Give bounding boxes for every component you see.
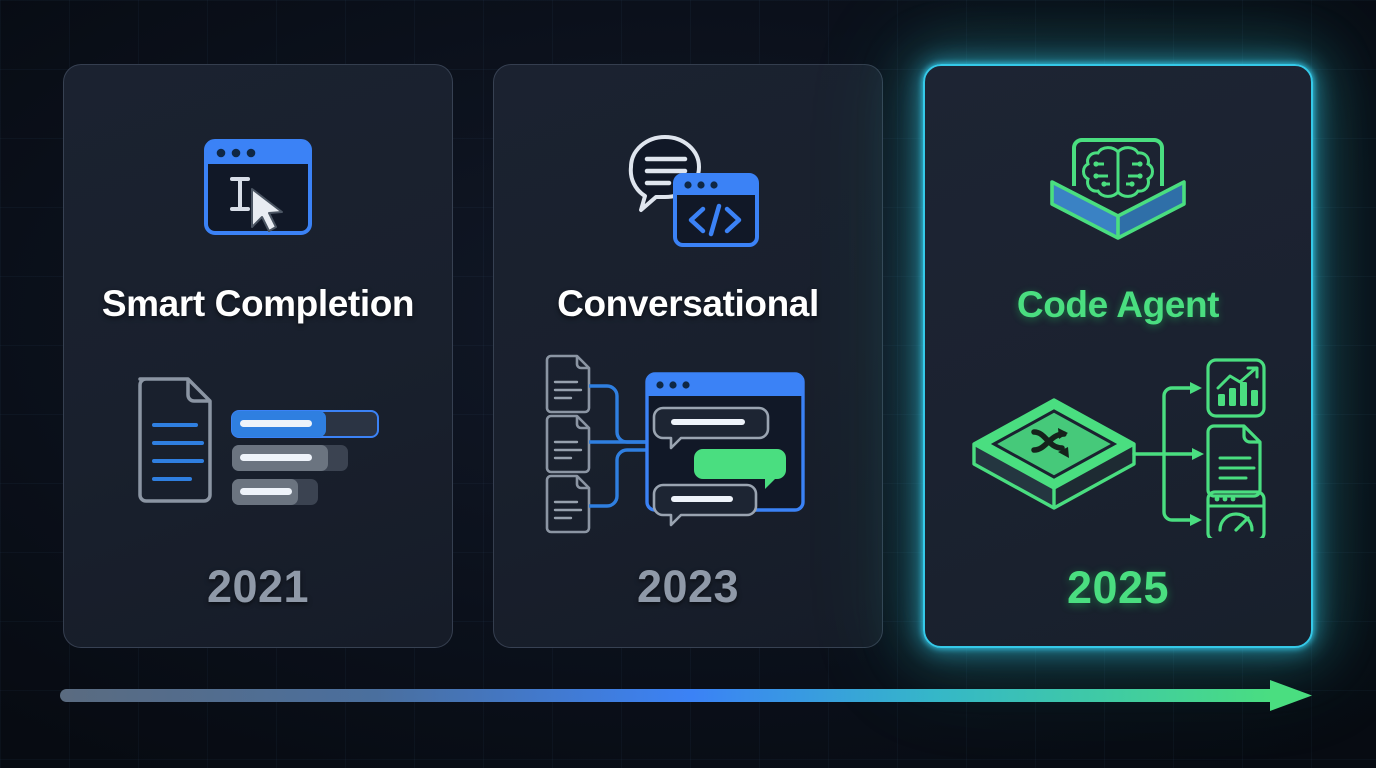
- card-title: Code Agent: [1016, 284, 1220, 325]
- documents-linked-to-chat-window-illustration: [543, 347, 833, 537]
- timeline-card-conversational[interactable]: Conversational: [493, 64, 883, 648]
- timeline-cards-row: Smart Completion: [0, 64, 1376, 648]
- editor-window-cursor-icon: [194, 123, 322, 251]
- card-year: 2023: [636, 561, 740, 612]
- shuffle-box-branching-to-outputs-illustration: [968, 348, 1268, 538]
- chat-bubble-code-window-icon: [613, 123, 763, 251]
- card-title: Smart Completion: [101, 283, 415, 324]
- card-year: 2021: [206, 561, 310, 612]
- evolution-timeline-arrow: [60, 676, 1316, 716]
- card-year: 2025: [1066, 562, 1170, 613]
- timeline-card-code-agent[interactable]: Code Agent: [923, 64, 1313, 648]
- brain-in-open-box-icon: [1038, 124, 1198, 252]
- document-with-suggestion-bars-illustration: [128, 347, 388, 537]
- card-title: Conversational: [557, 283, 819, 324]
- timeline-card-smart-completion[interactable]: Smart Completion: [63, 64, 453, 648]
